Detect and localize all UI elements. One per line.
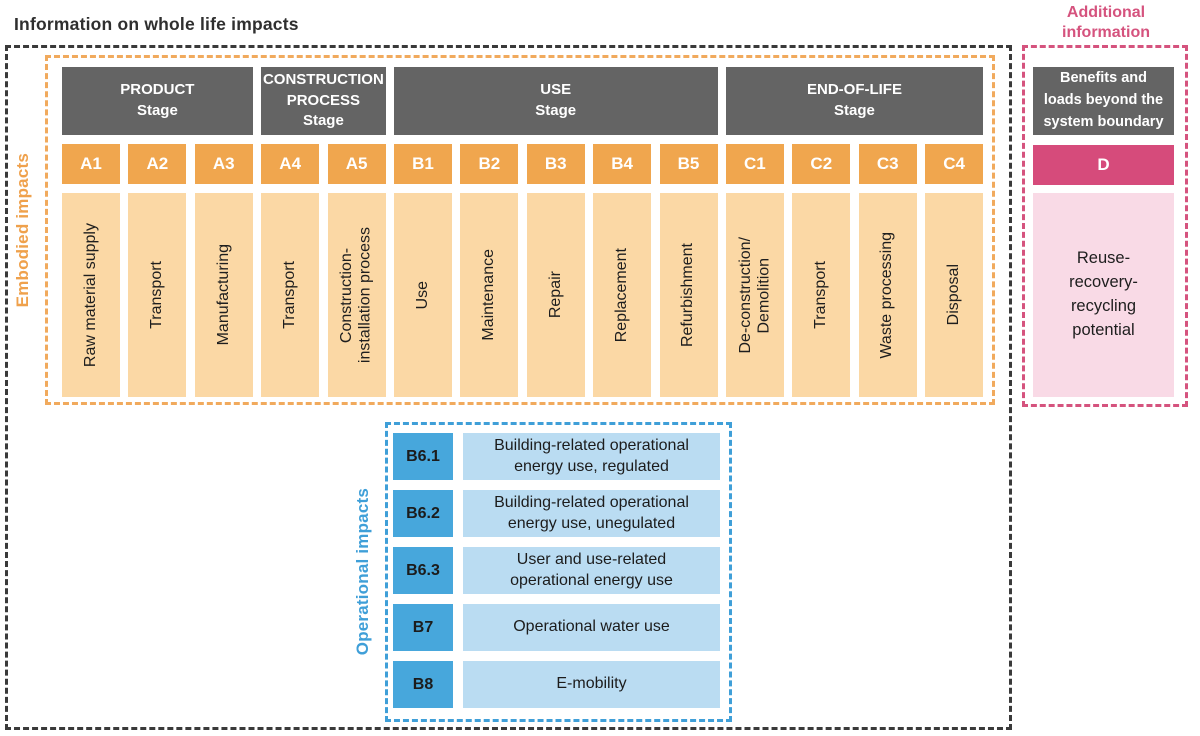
module-label-b7: Operational water use [463,604,720,651]
module-code-a1: A1 [62,144,120,184]
module-code-a4: A4 [261,144,320,184]
module-label-b5-text: Refurbishment [679,242,697,348]
module-label-a3-text: Manufacturing [214,244,232,346]
lifecycle-grid: PRODUCT Stage CONSTRUCTION PROCESS Stage… [62,67,984,397]
operational-rows: B6.1 Building-related operational energy… [393,433,720,708]
stage-header-use: USE Stage [393,67,718,135]
module-code-d: D [1033,145,1174,185]
operational-row-b61: B6.1 Building-related operational energy… [393,433,720,480]
module-label-b63: User and use-related operational energy … [463,547,720,594]
module-code-b63: B6.3 [393,547,453,594]
module-label-c4: Disposal [925,193,984,397]
module-label-b2: Maintenance [460,193,519,397]
embodied-impacts-side: Embodied impacts [2,55,44,405]
module-label-b3: Repair [526,193,585,397]
module-label-c2-text: Transport [812,261,830,329]
module-code-c2: C2 [792,144,851,184]
module-code-a5: A5 [327,144,386,184]
module-label-d: Reuse- recovery- recycling potential [1033,193,1174,397]
page-title: Information on whole life impacts [14,14,299,34]
module-code-b62: B6.2 [393,490,453,537]
module-label-a1: Raw material supply [62,193,120,397]
module-code-b3: B3 [526,144,585,184]
module-label-b3-text: Repair [546,271,564,319]
whole-life-impacts-boundary [5,45,1012,730]
operational-row-b63: B6.3 User and use-related operational en… [393,547,720,594]
additional-info-boundary [1022,45,1188,407]
module-code-c4: C4 [925,144,984,184]
operational-impacts-boundary [385,422,732,722]
module-label-b2-text: Maintenance [480,249,498,341]
operational-row-b7: B7 Operational water use [393,604,720,651]
additional-info-title: Additional information [1062,4,1150,41]
module-label-a5-text: Construction- installation process [338,226,374,364]
module-label-a4: Transport [261,193,320,397]
module-label-c4-text: Disposal [944,264,962,326]
module-label-a2: Transport [128,193,187,397]
module-label-b8: E-mobility [463,661,720,708]
embodied-impacts-label: Embodied impacts [13,152,32,308]
module-code-c3: C3 [858,144,917,184]
module-label-c1-text: De-construction/ Demolition [736,236,772,354]
module-label-b4: Replacement [593,193,652,397]
module-code-b4: B4 [593,144,652,184]
operational-impacts-label: Operational impacts [353,488,372,656]
operational-impacts-side: Operational impacts [344,422,382,722]
module-code-c1: C1 [725,144,784,184]
module-label-a1-text: Raw material supply [81,222,99,368]
module-code-b2: B2 [460,144,519,184]
module-code-b7: B7 [393,604,453,651]
module-label-b1-text: Use [413,280,431,310]
module-label-c2: Transport [792,193,851,397]
embodied-impacts-boundary [45,55,995,405]
stage-header-end-of-life: END-OF-LIFE Stage [725,67,984,135]
stage-header-product: PRODUCT Stage [62,67,253,135]
stage-header-construction-process: CONSTRUCTION PROCESS Stage [261,67,386,135]
module-code-b1: B1 [393,144,452,184]
module-code-b5: B5 [659,144,718,184]
module-label-b62: Building-related operational energy use,… [463,490,720,537]
module-label-c3-text: Waste processing [878,231,896,359]
module-label-b5: Refurbishment [659,193,718,397]
module-code-a2: A2 [128,144,187,184]
module-label-c3: Waste processing [858,193,917,397]
operational-row-b62: B6.2 Building-related operational energy… [393,490,720,537]
module-label-c1: De-construction/ Demolition [725,193,784,397]
module-label-a4-text: Transport [280,261,298,329]
module-label-b4-text: Replacement [612,247,630,343]
module-label-b61: Building-related operational energy use,… [463,433,720,480]
module-label-a5: Construction- installation process [327,193,386,397]
module-code-a3: A3 [194,144,253,184]
module-label-b1: Use [393,193,452,397]
benefits-header: Benefits and loads beyond the system bou… [1033,67,1174,135]
module-code-b8: B8 [393,661,453,708]
module-label-a2-text: Transport [148,261,166,329]
module-label-a3: Manufacturing [194,193,253,397]
module-code-b61: B6.1 [393,433,453,480]
operational-row-b8: B8 E-mobility [393,661,720,708]
